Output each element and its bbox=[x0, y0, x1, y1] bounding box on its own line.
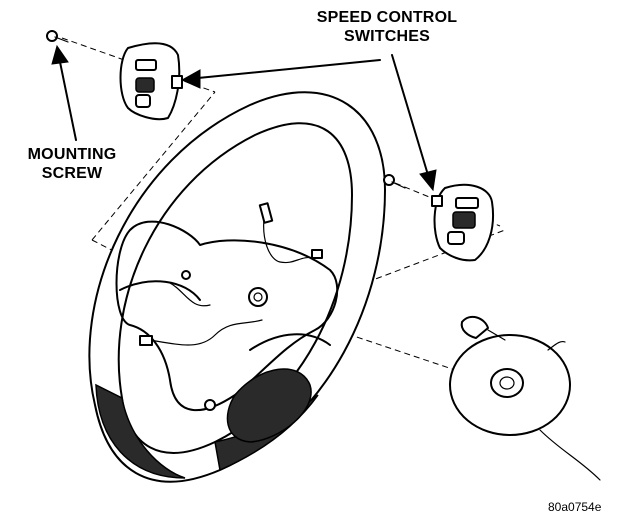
mounting-screw-top bbox=[46, 30, 69, 43]
mounting-label-line2: SCREW bbox=[41, 165, 103, 182]
speed-control-switches-label: SPEED CONTROL SWITCHES bbox=[298, 8, 476, 46]
callout-arrows bbox=[51, 44, 437, 192]
left-speed-control-switch bbox=[119, 42, 183, 121]
mounting-label-line1: MOUNTING bbox=[27, 146, 117, 163]
right-speed-control-switch bbox=[431, 183, 494, 262]
steering-wheel bbox=[88, 91, 386, 483]
mounting-screw-right bbox=[383, 174, 406, 189]
speed-control-label-line1: SPEED CONTROL bbox=[316, 9, 458, 26]
clockspring-assembly bbox=[449, 315, 601, 481]
mounting-screw-label: MOUNTING SCREW bbox=[14, 145, 130, 183]
speed-control-label-line2: SWITCHES bbox=[343, 28, 431, 45]
figure-id: 80a0754e bbox=[548, 500, 602, 514]
